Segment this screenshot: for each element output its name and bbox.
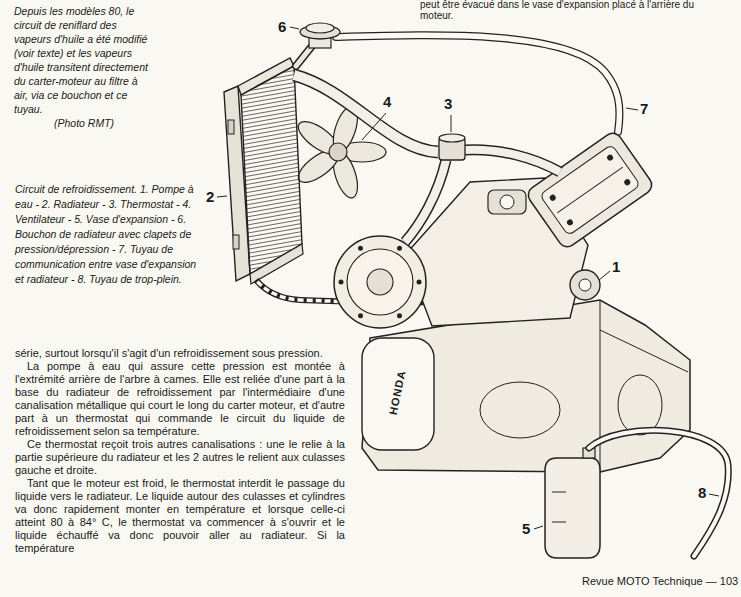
overflow-tube bbox=[589, 430, 728, 556]
bolt bbox=[566, 218, 574, 226]
gearbox-cover bbox=[618, 375, 662, 435]
filler-neck bbox=[296, 46, 312, 66]
body-text: série, surtout lorsqu'il s'agit d'un ref… bbox=[15, 347, 345, 360]
water-pump bbox=[579, 279, 591, 291]
bolt bbox=[397, 313, 402, 318]
case-joint bbox=[600, 330, 688, 372]
callout-number: 8 bbox=[698, 484, 706, 502]
case-joint bbox=[600, 300, 601, 472]
bolt bbox=[397, 246, 402, 251]
body-text: La pompe à eau qui assure cette pression… bbox=[15, 360, 345, 438]
radiator-bracket bbox=[228, 120, 234, 134]
head-cover bbox=[334, 236, 426, 328]
bolt bbox=[606, 153, 614, 161]
leader-line bbox=[534, 526, 543, 529]
head-cover bbox=[347, 249, 413, 315]
figure-caption: Circuit de refroidissement. 1. Pompe à e… bbox=[15, 182, 200, 287]
level-mark bbox=[552, 522, 566, 523]
leader-line bbox=[217, 196, 227, 197]
leader-line bbox=[451, 115, 452, 132]
leader-line bbox=[599, 271, 610, 280]
filler-neck bbox=[296, 46, 312, 66]
callout-number: 6 bbox=[278, 18, 286, 36]
photo-caption: Depuis les modèles 80, le circuit de ren… bbox=[14, 4, 154, 116]
bolt bbox=[358, 313, 363, 318]
head-hose bbox=[465, 150, 560, 172]
head-hose bbox=[405, 160, 446, 242]
cylinder-head bbox=[525, 130, 655, 250]
thermostat bbox=[439, 134, 465, 142]
bolt bbox=[358, 246, 363, 251]
radiator-cap bbox=[306, 23, 334, 33]
head-hose bbox=[405, 160, 446, 242]
expansion-tank bbox=[545, 458, 600, 558]
bolt bbox=[623, 178, 631, 186]
running-text: peut être évacué dans le vase d'expansio… bbox=[420, 0, 720, 21]
callout-number: 2 bbox=[206, 188, 214, 206]
head-cover bbox=[525, 130, 655, 250]
crankcase bbox=[362, 300, 690, 472]
carburettor bbox=[500, 195, 514, 209]
callout-number: 1 bbox=[612, 258, 620, 276]
head-hose bbox=[465, 150, 560, 172]
callout-number: 7 bbox=[640, 100, 648, 118]
page-footer: Revue MOTO Technique — 103 bbox=[582, 575, 738, 588]
head-cover bbox=[540, 144, 641, 235]
bolt bbox=[339, 280, 344, 285]
level-mark bbox=[552, 492, 566, 493]
radiator-hose bbox=[294, 75, 438, 152]
leader-line bbox=[290, 27, 299, 29]
radiator-core bbox=[241, 66, 302, 274]
leader-line bbox=[709, 494, 719, 496]
fan-hub bbox=[329, 143, 347, 161]
leader-line bbox=[626, 108, 638, 110]
bolt bbox=[417, 280, 422, 285]
front-cover bbox=[362, 338, 434, 450]
callout-number: 5 bbox=[522, 520, 530, 538]
callout-number: 3 bbox=[444, 95, 452, 113]
head-cover bbox=[367, 269, 393, 295]
head-rib bbox=[557, 167, 623, 213]
body-text: Ce thermostat reçoit trois autres canali… bbox=[15, 438, 345, 477]
callout-number: 4 bbox=[383, 93, 391, 111]
bolt bbox=[549, 194, 557, 202]
body-text: Tant que le moteur est froid, le thermos… bbox=[15, 477, 345, 555]
radiator-bracket bbox=[233, 235, 239, 249]
case-cover bbox=[480, 382, 560, 438]
carburettor bbox=[488, 190, 526, 214]
radiator-bottom bbox=[250, 244, 303, 284]
overflow-tube bbox=[589, 430, 728, 556]
radiator-hose bbox=[294, 75, 438, 152]
water-pump bbox=[570, 270, 600, 300]
photo-credit: (Photo RMT) bbox=[14, 116, 154, 130]
leader-line bbox=[362, 113, 386, 140]
